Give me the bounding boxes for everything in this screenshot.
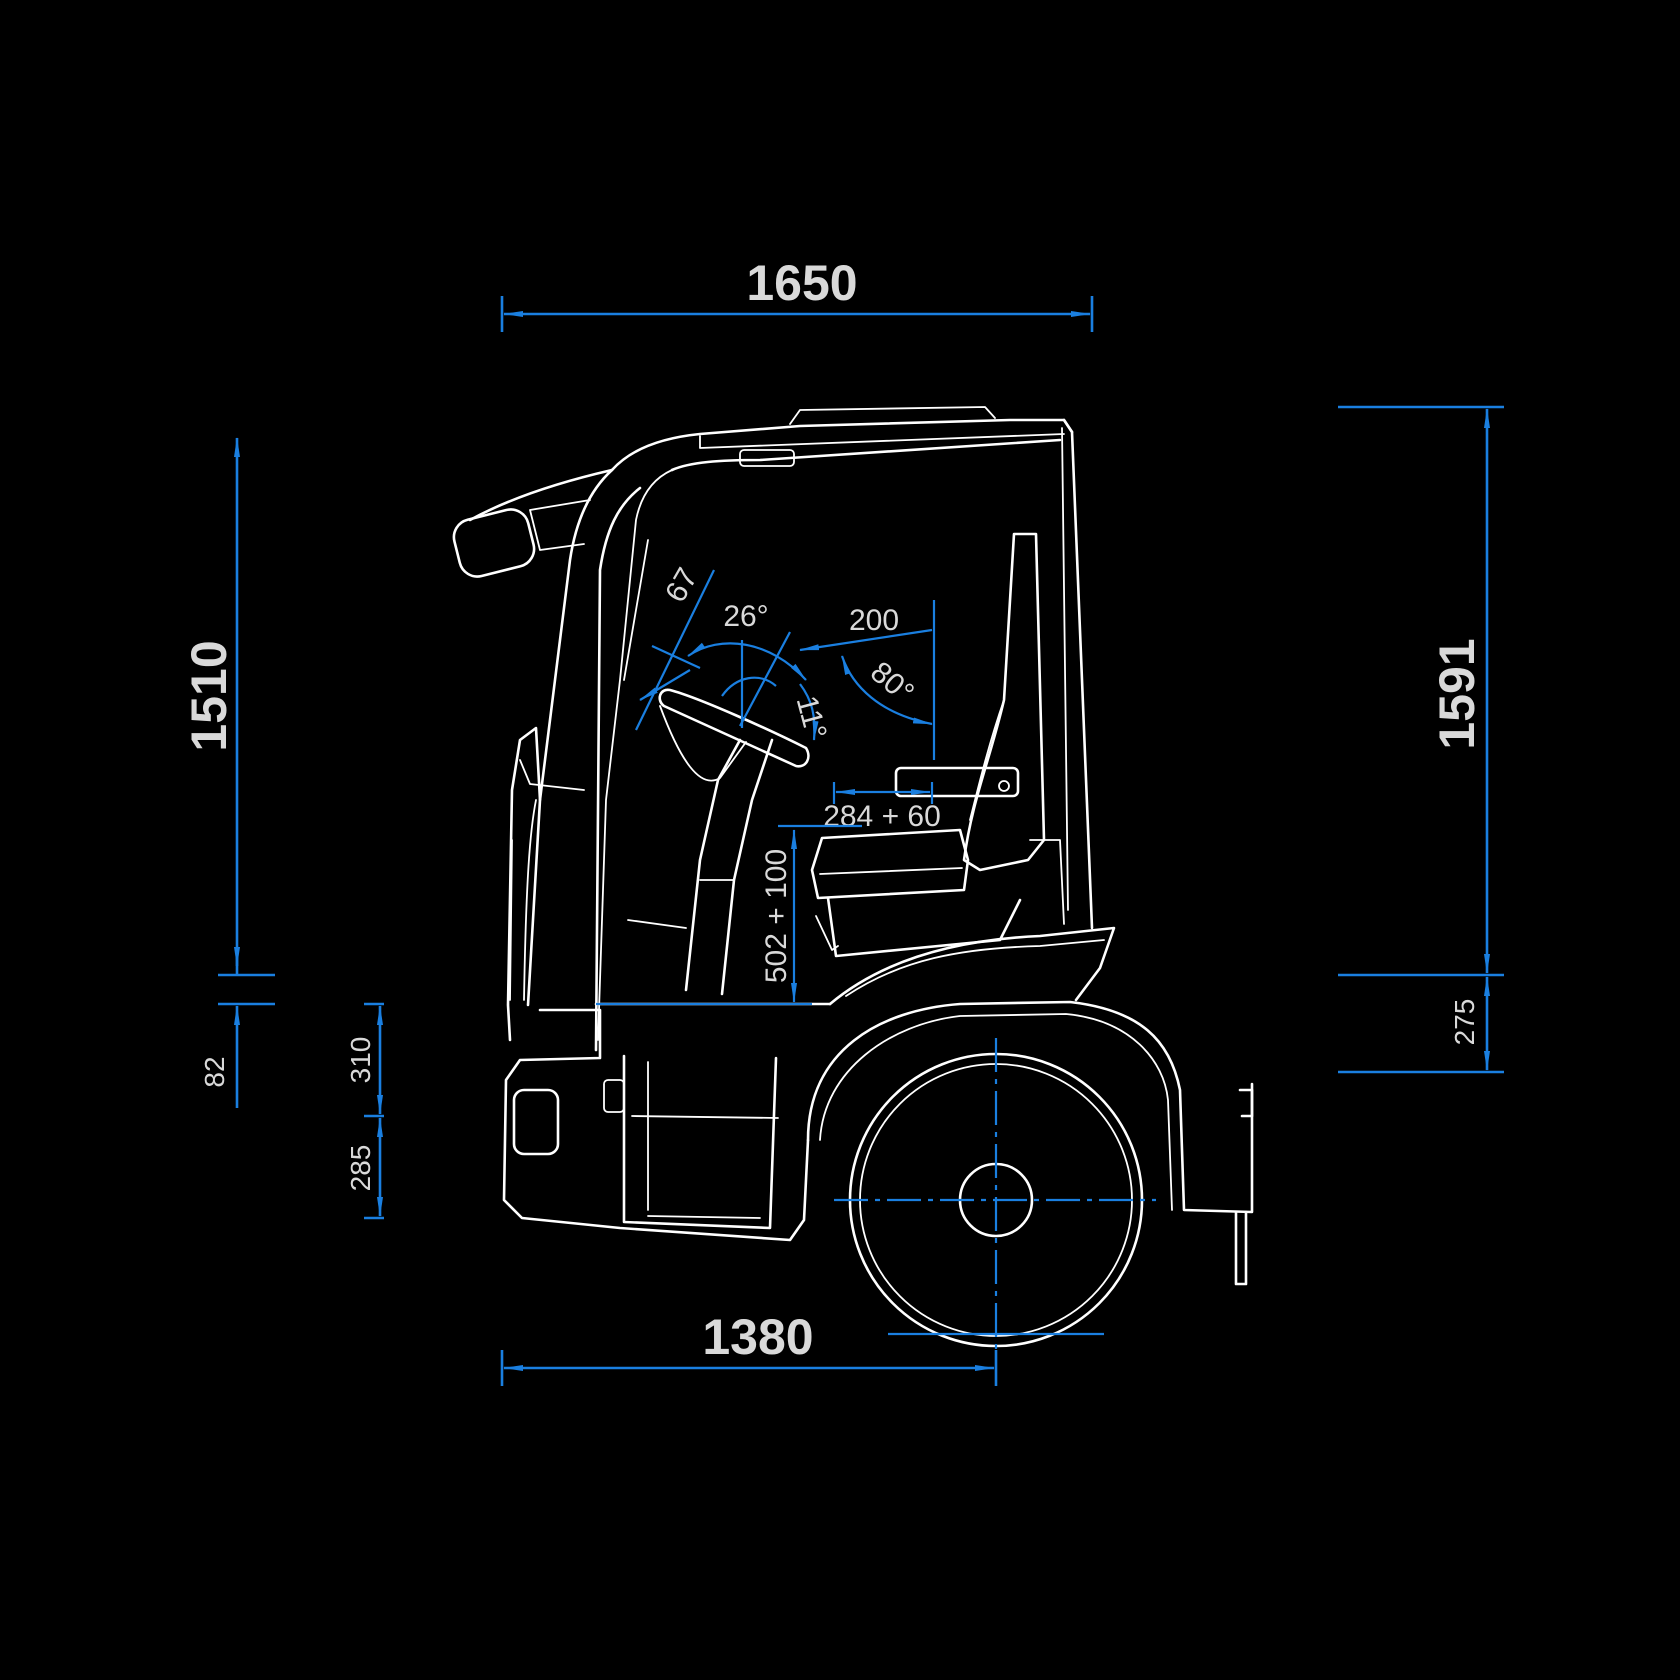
label-backrest-angle: 80° <box>864 655 920 709</box>
label-seat-horizontal: 284 + 60 <box>823 800 941 833</box>
label-seat-vertical: 502 + 100 <box>760 849 793 983</box>
dim-seat-horizontal: 284 + 60 <box>823 782 941 833</box>
dim-front-to-axle: 1380 <box>500 1309 998 1386</box>
cab-roof <box>610 418 1074 472</box>
seat-cushion <box>810 828 970 900</box>
dim-seat-vertical: 502 + 100 <box>596 824 862 1006</box>
label-step-upper: 310 <box>345 1037 376 1084</box>
label-step-lower: 285 <box>345 1145 376 1192</box>
a-pillar <box>526 468 614 1007</box>
front-bumper <box>502 1008 810 1242</box>
cab-front <box>506 726 542 1042</box>
label-floor-step: 82 <box>199 1056 230 1087</box>
front-wheel <box>834 1038 1156 1350</box>
armrest <box>894 766 1020 798</box>
wheel-arch <box>806 1000 1254 1214</box>
label-wheel-adjust-angle: 26° <box>723 600 768 633</box>
door-window-top <box>670 438 1062 472</box>
side-mirror <box>452 508 536 578</box>
dim-overall-length: 1650 <box>500 255 1094 332</box>
headlight <box>512 1088 560 1156</box>
label-front-to-axle: 1380 <box>702 1309 813 1365</box>
roof-spoiler <box>789 406 996 425</box>
label-interior-height: 1510 <box>181 640 237 751</box>
dim-total-height: 1591 <box>1338 405 1504 1074</box>
label-wheel-tilt-angle: 11° <box>790 692 833 742</box>
label-frame-height: 275 <box>1449 999 1480 1046</box>
label-backrest-travel: 200 <box>849 604 899 637</box>
entry-step <box>622 1054 778 1230</box>
steering-column <box>684 738 774 996</box>
door-handle <box>603 1079 625 1113</box>
cab-outline <box>452 406 1254 1286</box>
mudflap-bracket <box>1234 1088 1254 1286</box>
label-overall-length: 1650 <box>746 255 857 311</box>
dim-frame-height: 275 <box>1449 976 1490 1071</box>
dim-floor-step: 82 <box>199 955 240 1108</box>
rear-deck <box>828 926 1116 1006</box>
cab-rear-wall <box>1062 418 1094 930</box>
dim-step-heights: 310 285 <box>345 1002 384 1220</box>
seat-backrest <box>962 532 1046 872</box>
dim-interior-height: 1510 <box>181 437 275 1006</box>
label-total-height: 1591 <box>1429 638 1485 749</box>
mirror-arm <box>468 468 614 522</box>
steering-wheel <box>658 688 810 768</box>
